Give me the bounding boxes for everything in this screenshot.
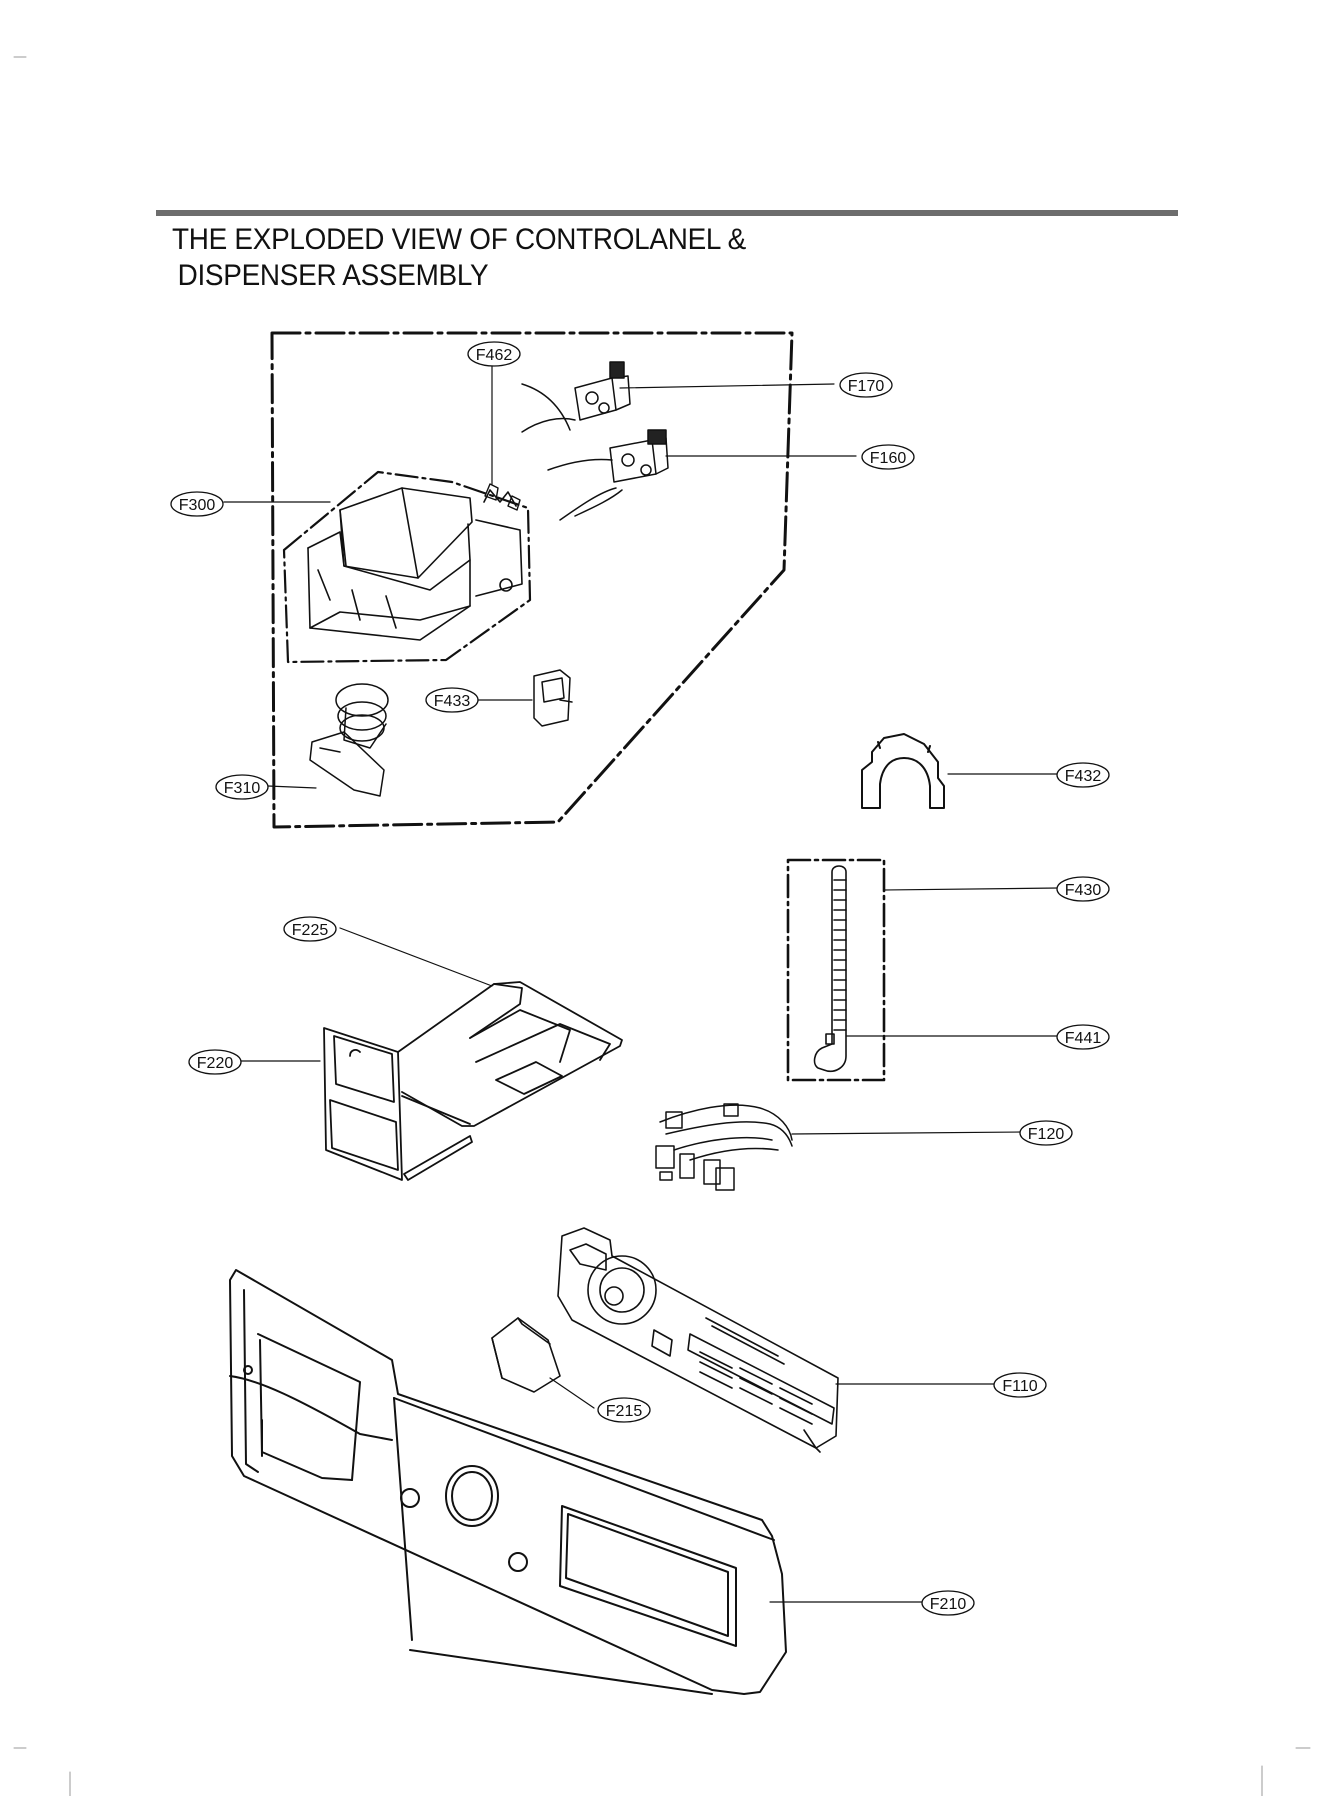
callout-bubble [1056,1024,1110,1050]
callout-bubble [1056,762,1110,788]
part-label-f210: F210 [930,1596,967,1613]
control-pcb [557,1227,839,1453]
part-label-f120: F120 [1028,1126,1065,1143]
part-label-f300: F300 [179,497,216,514]
inlet-valve-upper [521,361,631,433]
callout-f120: F120 [1019,1120,1073,1146]
part-label-f433: F433 [434,693,471,710]
button-cover [491,1317,561,1393]
callout-f160: F160 [861,444,915,470]
part-label-f430: F430 [1065,882,1102,899]
callout-f430: F430 [1056,876,1110,902]
leader-lines [223,363,1059,1603]
part-label-f220: F220 [197,1055,234,1072]
callout-bubble [188,1049,242,1075]
callout-f110: F110 [993,1372,1047,1398]
inlet-valve-lower [547,429,669,521]
callout-bubble [467,341,521,367]
part-label-f441: F441 [1065,1030,1102,1047]
part-label-f160: F160 [870,450,907,467]
clip-part [484,483,521,511]
callout-f210: F210 [921,1590,975,1616]
hose-group-boundary [786,858,886,1082]
part-label-f432: F432 [1065,768,1102,785]
callout-bubble [215,774,269,800]
part-label-f462: F462 [476,347,513,364]
callout-bubble [861,444,915,470]
page-title: THE EXPLODED VIEW OF CONTROLANEL & DISPE… [172,222,746,294]
dispenser-housing [282,470,532,664]
drain-hose [813,865,847,1072]
callout-bubble [839,372,893,398]
callout-f310: F310 [215,774,269,800]
control-panel-front [229,1269,787,1695]
part-label-f310: F310 [224,780,261,797]
callout-bubble [921,1590,975,1616]
callout-bubble [170,491,224,517]
wire-harness [655,1103,793,1191]
callout-f300: F300 [170,491,224,517]
callout-f215: F215 [597,1397,651,1423]
title-line-1: THE EXPLODED VIEW OF CONTROLANEL & [172,223,746,256]
header-rule [156,210,1178,216]
callout-bubble [425,687,479,713]
small-cover-part [533,669,573,727]
callout-f433: F433 [425,687,479,713]
callout-bubble [1019,1120,1073,1146]
callout-bubble [283,916,337,942]
dispenser-drawer [323,981,623,1181]
callout-f220: F220 [188,1049,242,1075]
part-label-f215: F215 [606,1403,643,1420]
part-label-f225: F225 [292,922,329,939]
callout-f170: F170 [839,372,893,398]
callout-bubble [993,1372,1047,1398]
callout-bubble [1056,876,1110,902]
dispenser-group-boundary [270,331,794,829]
callout-f225: F225 [283,916,337,942]
part-label-f110: F110 [1002,1378,1037,1395]
callout-f441: F441 [1056,1024,1110,1050]
hose-elbow [309,683,389,797]
crop-marks [13,56,1311,1796]
callout-f462: F462 [467,341,521,367]
callout-bubble [597,1397,651,1423]
hose-bracket [861,733,945,809]
callout-f432: F432 [1056,762,1110,788]
title-line-2: DISPENSER ASSEMBLY [177,259,489,292]
part-label-f170: F170 [848,378,885,395]
